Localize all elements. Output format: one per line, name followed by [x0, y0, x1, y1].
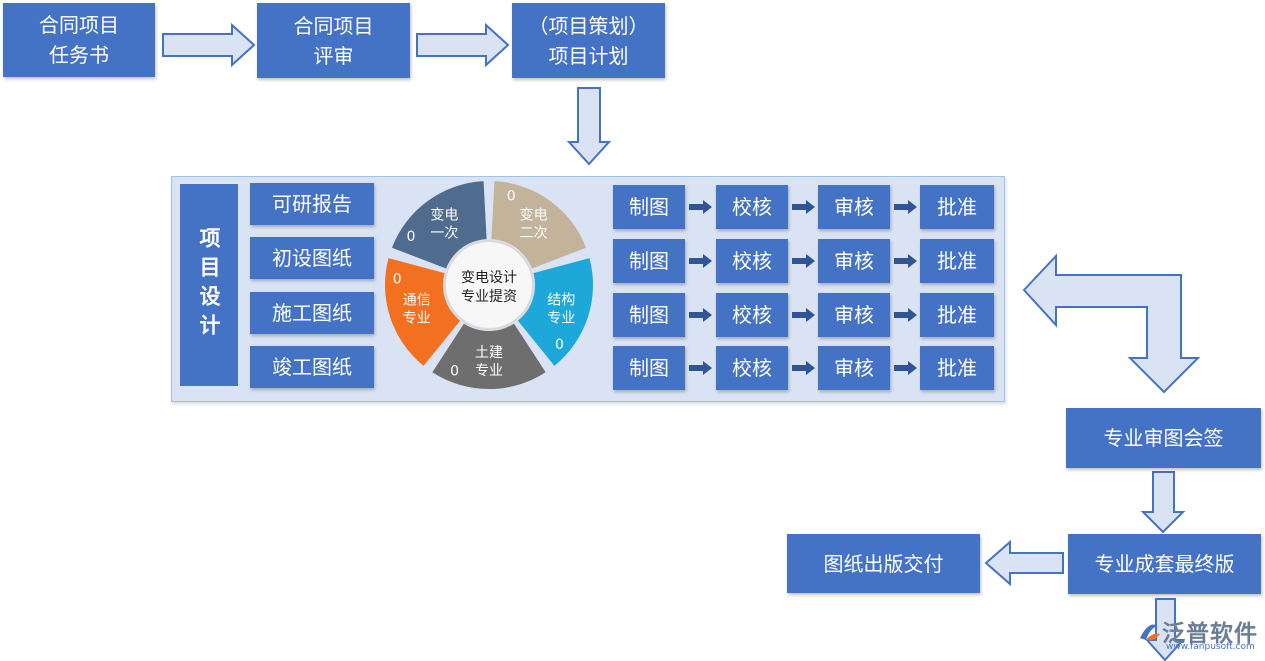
doc-type-feasibility: 可研报告 — [250, 183, 374, 225]
arrow-right-1 — [162, 22, 256, 68]
wheel-segment-count: 0 — [450, 363, 459, 379]
workflow-arrow-icon — [689, 308, 712, 322]
workflow-checking-box: 校核 — [716, 185, 788, 229]
workflow-approval-box: 批准 — [920, 346, 994, 390]
workflow-approval-box: 批准 — [920, 293, 994, 337]
logo-mark-icon — [1140, 624, 1160, 641]
doc-type-completion: 竣工图纸 — [250, 346, 374, 388]
workflow-approval-box: 批准 — [920, 239, 994, 283]
wheel-segment-4 — [384, 258, 461, 366]
wheel-segment-count: 0 — [555, 337, 564, 353]
workflow-review-box: 审核 — [818, 239, 890, 283]
arrow-down-final — [1144, 598, 1186, 661]
workflow-arrow-icon — [792, 200, 815, 214]
workflow-arrow-icon — [792, 361, 815, 375]
workflow-arrow-icon — [792, 308, 815, 322]
workflow-checking-box: 校核 — [716, 293, 788, 337]
wheel-center — [444, 240, 534, 330]
wheel-center-line1: 变电设计 — [461, 270, 517, 286]
wheel-segment-label: 结构 — [547, 292, 575, 308]
doc-type-construction: 施工图纸 — [250, 292, 374, 334]
workflow-drafting-box: 制图 — [613, 293, 685, 337]
workflow-drafting-box: 制图 — [613, 346, 685, 390]
workflow-arrow-icon — [689, 200, 712, 214]
wheel-segment-count: 0 — [507, 189, 516, 205]
wheel-segment-label: 土建 — [475, 345, 503, 361]
wheel-segment-label: 通信 — [403, 292, 431, 308]
workflow-arrow-icon — [689, 361, 712, 375]
wheel-segment-count: 0 — [407, 229, 416, 245]
workflow-arrow-icon — [894, 308, 917, 322]
wheel-segment-label: 专业 — [403, 310, 431, 326]
logo-url: www.fanpusoft.com — [1166, 642, 1255, 652]
wheel-segment-label: 二次 — [520, 226, 548, 242]
wheel-segment-3 — [432, 323, 546, 389]
logo-name: 泛普软件 — [1162, 621, 1258, 647]
wheel-center-line2: 专业提资 — [461, 289, 517, 305]
wheel-segment-2 — [517, 258, 593, 366]
contract-task-box: 合同项目任务书 — [3, 3, 155, 77]
contract-review-box: 合同项目评审 — [257, 3, 410, 78]
workflow-approval-box: 批准 — [920, 185, 994, 229]
arrow-left-delivery — [984, 539, 1064, 587]
workflow-arrow-icon — [894, 200, 917, 214]
workflow-drafting-box: 制图 — [613, 185, 685, 229]
workflow-arrow-icon — [792, 254, 815, 268]
arrow-down-review — [1140, 471, 1186, 534]
arrow-bent-right — [1022, 253, 1201, 394]
workflow-review-box: 审核 — [818, 293, 890, 337]
workflow-review-box: 审核 — [818, 185, 890, 229]
final-version-box: 专业成套最终版 — [1068, 534, 1261, 594]
workflow-arrow-icon — [689, 254, 712, 268]
drawing-delivery-box: 图纸出版交付 — [787, 534, 980, 593]
project-design-label: 项目设计 — [180, 184, 238, 386]
wheel-segment-label: 专业 — [547, 310, 575, 326]
workflow-checking-box: 校核 — [716, 239, 788, 283]
wheel-segment-label: 变电 — [430, 208, 458, 224]
arrow-down-to-panel — [566, 87, 612, 166]
wheel-segment-label: 专业 — [475, 363, 503, 379]
doc-type-preliminary: 初设图纸 — [250, 237, 374, 279]
arrow-right-2 — [416, 22, 510, 68]
project-plan-box: （项目策划）项目计划 — [512, 3, 665, 78]
wheel-segment-0 — [391, 181, 487, 269]
workflow-drafting-box: 制图 — [613, 239, 685, 283]
wheel-segment-1 — [491, 181, 587, 269]
fanpu-logo: 泛普软件 www.fanpusoft.com — [1136, 614, 1261, 654]
wheel-segment-label: 一次 — [430, 226, 458, 242]
wheel-segment-label: 变电 — [520, 208, 548, 224]
discipline-review-box: 专业审图会签 — [1066, 408, 1261, 468]
workflow-review-box: 审核 — [818, 346, 890, 390]
wheel-segment-count: 0 — [393, 272, 402, 288]
workflow-arrow-icon — [894, 254, 917, 268]
workflow-checking-box: 校核 — [716, 346, 788, 390]
workflow-arrow-icon — [894, 361, 917, 375]
